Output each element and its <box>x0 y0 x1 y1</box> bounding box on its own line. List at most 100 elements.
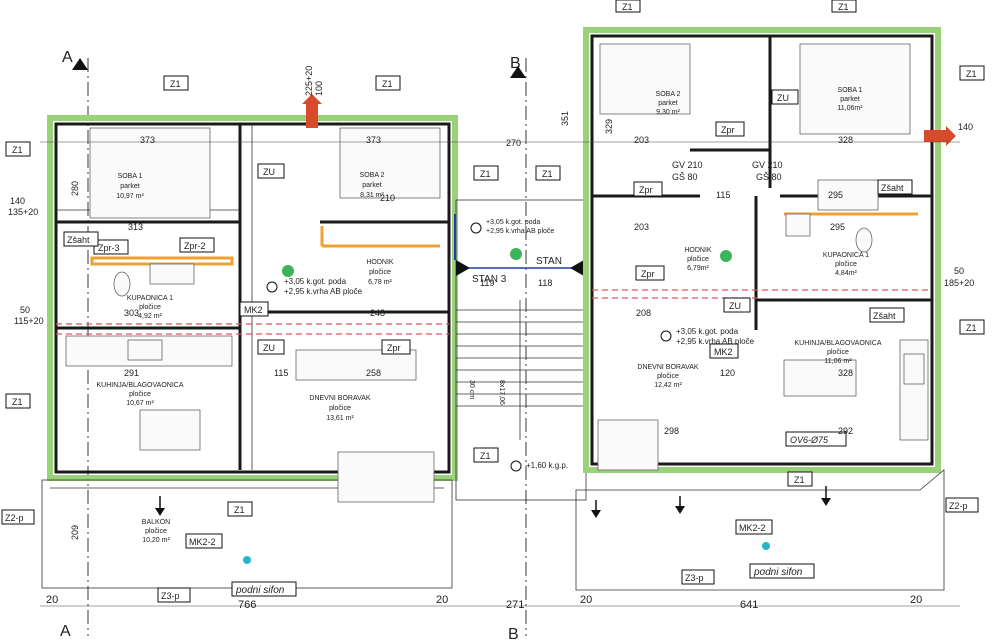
svg-text:Zpr-3: Zpr-3 <box>98 243 120 253</box>
svg-text:pločice: pločice <box>145 528 167 535</box>
tag-z1-top-mid: Z1 <box>375 75 401 91</box>
left-drain-box <box>231 581 297 597</box>
tag-zpr-3: Zpr <box>633 181 663 197</box>
window-tag: OV6-Ø75 <box>790 435 829 445</box>
svg-text:HODNIK: HODNIK <box>366 259 394 266</box>
tag-mk22-left: MK2-2 <box>185 533 223 549</box>
right-drain-box <box>749 563 815 579</box>
tag-zpr2: Zpr-2 <box>179 237 215 253</box>
svg-text:BALKON: BALKON <box>142 519 170 526</box>
svg-text:parket: parket <box>840 96 860 103</box>
room-label-right-dnevni: DNEVNI BORAVAK pločice 12,42 m² <box>637 364 699 389</box>
left-outer-wall <box>54 122 451 474</box>
room-label-right-kupaonica: KUPAONICA 1 pločice 4,84m² <box>823 252 869 277</box>
tag-z1-stair-2: Z1 <box>535 165 561 181</box>
svg-text:MK2: MK2 <box>244 305 263 315</box>
left-outer-wall-insulation <box>47 115 458 481</box>
tag-mk2-right: MK2 <box>709 343 739 359</box>
svg-text:Z2-p: Z2-p <box>5 513 24 523</box>
section-a-top-label: A <box>62 49 73 66</box>
room-label-left-kupaonica: KUPAONICA 1 pločice 4,92 m² <box>127 295 173 320</box>
dim-gs80-b: GŠ 80 <box>756 172 782 182</box>
tag-mk22-right: MK2-2 <box>735 519 773 535</box>
svg-text:Z1: Z1 <box>480 451 491 461</box>
dim-115-a: 115 <box>274 368 288 378</box>
tag-z1-right-3: Z1 <box>787 471 813 487</box>
dim-329: 329 <box>604 119 614 134</box>
dim-115-20: 115+20 <box>14 316 44 326</box>
dim-295-a: 295 <box>828 190 843 200</box>
dim-328-b: 328 <box>838 368 853 378</box>
left-sofa <box>337 451 435 503</box>
svg-text:Z1: Z1 <box>12 145 23 155</box>
left-vent-arrow <box>306 100 318 128</box>
dim-203-a: 203 <box>634 135 649 145</box>
dim-mid-total: 271 <box>506 599 524 611</box>
svg-text:pločice: pločice <box>835 261 857 268</box>
svg-text:pločice: pločice <box>827 349 849 356</box>
dim-100: 100 <box>314 81 324 96</box>
dim-50-left: 50 <box>20 305 30 315</box>
svg-text:pločice: pločice <box>139 304 161 311</box>
dim-118: 118 <box>538 278 552 288</box>
room-label-left-kuhinja: KUHINJA/BLAGOVAONICA pločice 10,67 m² <box>96 382 183 407</box>
dim-115-b: 115 <box>716 190 730 200</box>
right-bed-1 <box>799 43 911 135</box>
svg-text:Z3-p: Z3-p <box>161 591 180 601</box>
svg-text:9,30 m²: 9,30 m² <box>656 109 680 116</box>
svg-text:Z1: Z1 <box>480 169 491 179</box>
dim-135-20: 135+20 <box>8 207 38 217</box>
right-drain-label: podni sifon <box>753 567 803 578</box>
svg-text:parket: parket <box>658 100 678 107</box>
right-vent-arrow <box>924 130 948 142</box>
dim-351: 351 <box>560 111 570 126</box>
svg-text:6,78 m²: 6,78 m² <box>368 279 392 286</box>
dim-373-a: 373 <box>140 135 155 145</box>
svg-text:12,42 m²: 12,42 m² <box>654 382 682 389</box>
svg-text:Zšaht: Zšaht <box>881 183 904 193</box>
svg-text:SOBA 2: SOBA 2 <box>360 172 385 179</box>
left-bath-counter-orange <box>90 256 234 266</box>
svg-text:Z1: Z1 <box>382 79 393 89</box>
dim-left-total: 766 <box>238 599 256 611</box>
svg-text:Zšaht: Zšaht <box>67 235 90 245</box>
section-b-arrow <box>510 66 526 78</box>
staircase: STAN 3 STAN +1,60 k.g.p. 8x17,06 30 cm +… <box>454 199 587 501</box>
svg-text:DNEVNI BORAVAK: DNEVNI BORAVAK <box>637 364 699 371</box>
svg-text:ZU: ZU <box>777 93 789 103</box>
left-dining-table <box>139 409 201 451</box>
section-a-arrow <box>72 58 88 70</box>
svg-text:MK2: MK2 <box>714 347 733 357</box>
dim-313: 313 <box>128 222 143 232</box>
svg-text:Z3-p: Z3-p <box>685 573 704 583</box>
dim-328-a: 328 <box>838 135 853 145</box>
tag-z1-right-2: Z1 <box>959 319 985 335</box>
svg-text:pločice: pločice <box>329 405 351 412</box>
right-armchair <box>597 419 659 471</box>
dim-right-total: 641 <box>740 599 758 611</box>
dim-185-20: 185+20 <box>944 278 974 288</box>
svg-text:Z1: Z1 <box>966 69 977 79</box>
tag-z1-stair-1: Z1 <box>473 165 499 181</box>
tag-zshaht-left: Zšaht <box>63 231 99 247</box>
tag-z1-left-1: Z1 <box>5 141 31 157</box>
svg-text:SOBA 2: SOBA 2 <box>656 91 681 98</box>
dim-gs80-a: GŠ 80 <box>672 172 698 182</box>
stair-green-symbol <box>510 248 522 260</box>
dim-280: 280 <box>70 181 80 196</box>
svg-text:pločice: pločice <box>687 256 709 263</box>
dim-225-20: 225+20 <box>304 66 314 96</box>
stair-steps-label: 8x17,06 <box>498 380 505 405</box>
dim-top-270: 270 <box>506 138 521 148</box>
section-b-top-label: B <box>510 55 521 72</box>
left-level-note-1: +3,05 k.got. poda <box>284 277 347 286</box>
tag-z2p-right: Z2-p <box>945 497 979 513</box>
right-bed-2 <box>599 43 691 115</box>
dim-right-20: 20 <box>910 594 922 606</box>
room-label-right-soba2: SOBA 2 parket 9,30 m² <box>656 91 681 116</box>
tag-z1-top-left: Z1 <box>163 75 189 91</box>
tag-zu-2: ZU <box>257 339 285 355</box>
svg-text:6,79m²: 6,79m² <box>687 265 709 272</box>
svg-text:Z1: Z1 <box>794 475 805 485</box>
